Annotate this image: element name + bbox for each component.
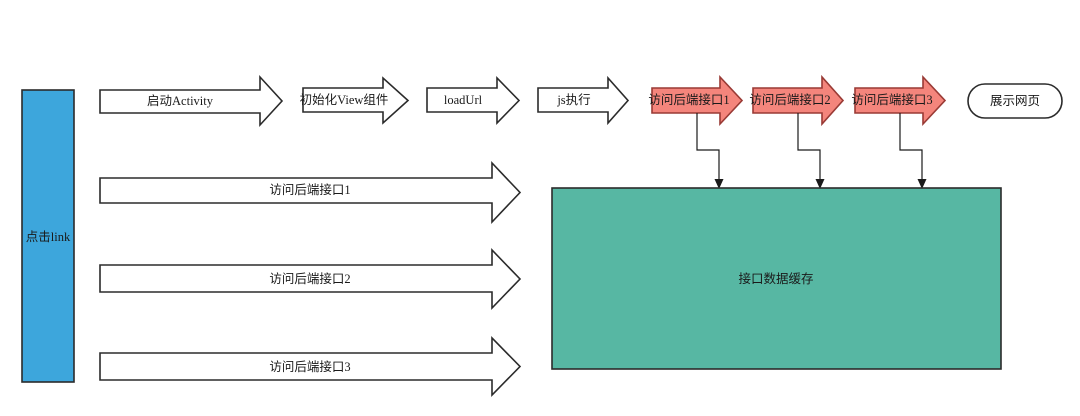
- long-arrow-api-2-shape: [99, 248, 522, 310]
- cache-node: 接口数据缓存: [551, 187, 1002, 370]
- long-arrow-api-2-label: 访问后端接口2: [269, 271, 350, 286]
- arrow-loadurl-shape: [426, 76, 521, 125]
- arrow-api-3-label: 访问后端接口3: [851, 92, 932, 107]
- arrow-api-1-label: 访问后端接口1: [648, 92, 729, 107]
- arrow-js-exec-label: js执行: [556, 93, 590, 107]
- start-node-label: 点击link: [26, 230, 71, 244]
- arrow-api-2: 访问后端接口2: [749, 74, 845, 127]
- long-arrow-api-3: 访问后端接口3: [99, 336, 522, 397]
- long-arrow-api-1: 访问后端接口1: [99, 160, 522, 225]
- connector-api1-arrowhead-icon: [714, 179, 724, 189]
- long-arrow-api-1-shape: [99, 160, 522, 225]
- start-node-click-link: 点击link: [21, 89, 75, 383]
- arrow-loadurl: loadUrl: [426, 76, 521, 125]
- end-node-label: 展示网页: [990, 94, 1040, 108]
- end-node-shape: [967, 83, 1063, 119]
- connector-api3-arrowhead-icon: [917, 179, 927, 189]
- connector-api1-line: [696, 113, 720, 181]
- arrow-api-3-shape: [854, 74, 947, 127]
- arrow-init-view-label: 初始化View组件: [300, 93, 389, 107]
- cache-node-label: 接口数据缓存: [738, 271, 813, 286]
- connector-api2-to-cache: [797, 113, 825, 189]
- arrow-js-exec-shape: [537, 75, 630, 126]
- arrow-init-view-shape: [302, 76, 410, 125]
- long-arrow-api-3-shape: [99, 336, 522, 397]
- arrow-js-exec: js执行: [537, 75, 630, 126]
- arrow-loadurl-label: loadUrl: [444, 93, 483, 107]
- long-arrow-api-2: 访问后端接口2: [99, 248, 522, 310]
- arrow-launch-activity: 启动Activity: [99, 74, 284, 128]
- arrow-api-2-label: 访问后端接口2: [749, 92, 830, 107]
- long-arrow-api-1-label: 访问后端接口1: [269, 182, 350, 197]
- arrow-api-1: 访问后端接口1: [648, 74, 744, 127]
- arrow-init-view: 初始化View组件: [300, 76, 410, 125]
- connector-api3-to-cache: [899, 113, 927, 189]
- arrow-launch-activity-shape: [99, 74, 284, 128]
- start-node-rect: [21, 89, 75, 383]
- arrow-api-1-shape: [651, 74, 744, 127]
- connector-api2-arrowhead-icon: [815, 179, 825, 189]
- end-node-show-page: 展示网页: [967, 83, 1063, 119]
- long-arrow-api-3-label: 访问后端接口3: [269, 359, 350, 374]
- connector-api3-line: [899, 113, 923, 181]
- arrow-api-2-shape: [752, 74, 845, 127]
- connector-api1-to-cache: [696, 113, 724, 189]
- arrow-launch-activity-label: 启动Activity: [147, 94, 214, 108]
- arrow-api-3: 访问后端接口3: [851, 74, 947, 127]
- cache-node-rect: [551, 187, 1002, 370]
- connector-api2-line: [797, 113, 821, 181]
